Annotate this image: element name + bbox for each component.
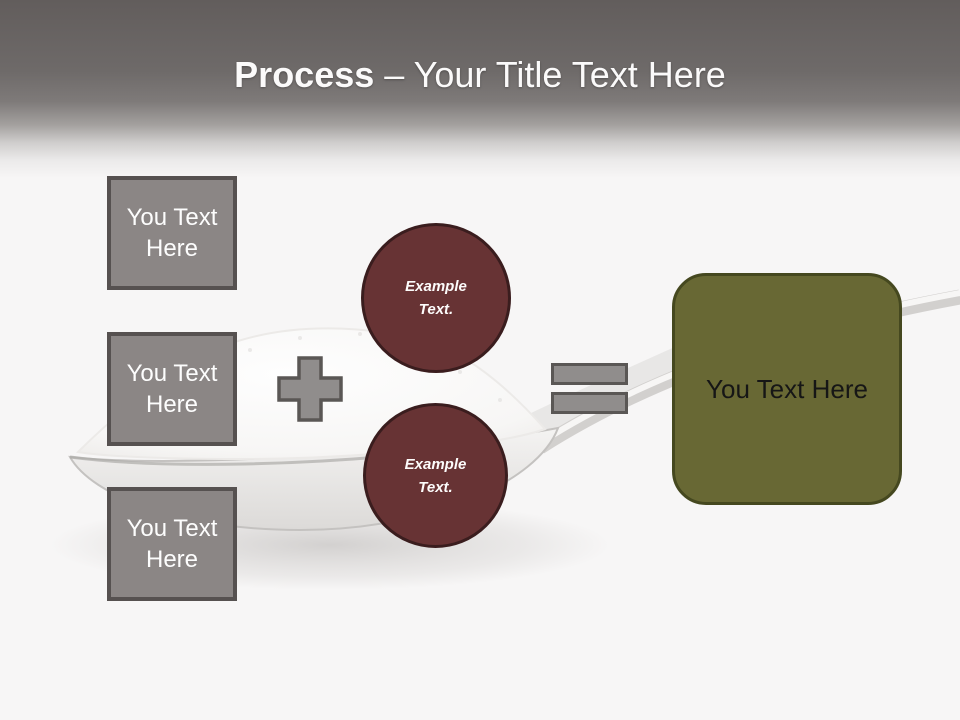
result-box: You Text Here bbox=[672, 273, 902, 505]
input-box-3: You Text Here bbox=[107, 487, 237, 601]
example-circle-1: Example Text. bbox=[361, 223, 511, 373]
input-box-1: You Text Here bbox=[107, 176, 237, 290]
equals-icon-bottom-bar bbox=[551, 392, 628, 414]
equals-icon-top-bar bbox=[551, 363, 628, 385]
result-box-label: You Text Here bbox=[706, 373, 868, 404]
input-box-3-label: You Text Here bbox=[126, 515, 218, 573]
plus-icon bbox=[277, 356, 343, 422]
slide-header-band bbox=[0, 0, 960, 178]
example-circle-1-label: Example Text. bbox=[405, 278, 467, 318]
input-box-2: You Text Here bbox=[107, 332, 237, 446]
example-circle-2: Example Text. bbox=[363, 403, 508, 548]
slide-title: Process – Your Title Text Here bbox=[0, 52, 960, 98]
slide-title-subtitle: – Your Title Text Here bbox=[374, 54, 726, 95]
example-circle-2-label: Example Text. bbox=[404, 455, 467, 496]
input-box-2-label: You Text Here bbox=[126, 360, 218, 418]
input-box-1-label: You Text Here bbox=[126, 204, 218, 262]
slide-title-keyword: Process bbox=[234, 54, 375, 95]
